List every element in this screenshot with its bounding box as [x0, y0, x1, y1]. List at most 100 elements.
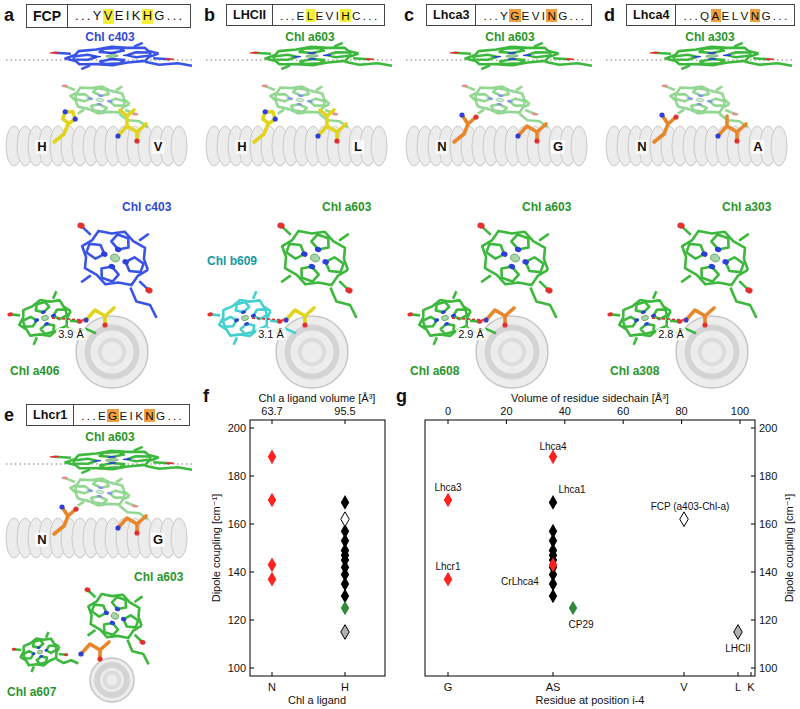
axis-tick [564, 420, 565, 424]
sequence-letter: E [315, 9, 325, 22]
atom [59, 504, 64, 509]
nitrogen-atom [492, 56, 501, 58]
pyrrole [640, 322, 656, 335]
data-point [734, 625, 742, 640]
molecule-label: Chl c403 [83, 31, 136, 44]
oxygen-atom [77, 222, 86, 230]
pyrrole [699, 48, 724, 54]
molecule-label: Chl a603 [83, 431, 136, 444]
highlighted-residue: L [306, 9, 315, 22]
helix-ribbon [406, 126, 587, 166]
pyrrole [93, 480, 109, 489]
oxygen-atom [207, 312, 213, 317]
magnesium-atom [641, 315, 649, 322]
nitrogen-atom [37, 646, 41, 650]
chlorophyll [649, 40, 792, 73]
oxygen-atom [607, 312, 613, 317]
macrocycle [265, 44, 359, 68]
data-point [268, 557, 276, 572]
oxygen-atom [132, 504, 139, 508]
magnesium-atom [296, 98, 305, 103]
substituent [432, 337, 439, 345]
oxygen-atom [61, 476, 68, 480]
residue-sticks [54, 109, 78, 142]
tick-label: 95.5 [334, 405, 355, 417]
pyrrole [440, 322, 456, 335]
highlighted-residue: H [142, 9, 154, 24]
substituent [734, 43, 743, 47]
panel-letter: e [4, 406, 14, 426]
pyrrole [299, 263, 321, 282]
nitrogen-atom [522, 258, 530, 265]
residue-label: G [151, 533, 165, 547]
distance-label: 3.9 Å [56, 328, 86, 340]
molecule-label: Chl a308 [608, 365, 661, 378]
molecule-label: Chl a603 [320, 201, 373, 214]
nitrogen-atom [707, 100, 713, 103]
sequence-letter: . [86, 9, 92, 24]
helix-ribbon [6, 518, 187, 558]
residue-label: V [152, 140, 165, 154]
tick-label: 200 [228, 422, 246, 434]
atom [97, 656, 102, 661]
pyrrole [102, 620, 120, 636]
sequence-text: ...EGEIKNG... [74, 405, 189, 425]
nitrogen-atom [308, 58, 317, 60]
axis-title: Volume of residue sidechain [Å³] [511, 392, 669, 404]
macrocycle [665, 44, 759, 68]
axis-tick [345, 420, 346, 424]
sequence-letter: V [325, 9, 335, 22]
molecule-label: Chl a608 [408, 365, 461, 378]
sequence-letter: . [178, 409, 184, 422]
chlorophyll [10, 627, 78, 680]
nitrogen-atom [292, 56, 301, 58]
helix-body [276, 316, 348, 388]
data-points [268, 449, 742, 639]
pyrrole [40, 322, 56, 335]
atom [502, 322, 507, 327]
sequence-letter: V [740, 9, 750, 22]
protein-name: Lhca3 [427, 5, 476, 25]
magnesium-atom [309, 253, 320, 263]
nitrogen-atom [107, 100, 113, 103]
nitrogen-atom [708, 263, 716, 270]
molecule-label: Chl a603 [520, 201, 573, 214]
helix-turn [171, 126, 187, 166]
substituent [539, 231, 549, 243]
helix-ring [688, 328, 737, 377]
pyrrole [240, 322, 256, 335]
oxygen-atom [345, 286, 354, 294]
sequence-letter: G [557, 9, 568, 22]
oxygen-atom [249, 52, 259, 54]
sequence-letter: G [153, 9, 165, 24]
residue-bond [118, 516, 146, 528]
oxygen-atom [165, 462, 175, 464]
phytol-tail [122, 640, 154, 665]
axis-tick [448, 420, 449, 424]
nitrogen-atom [32, 652, 36, 656]
helix-ring [100, 340, 124, 364]
pyrrole [310, 233, 332, 252]
sequence-text: ...ELEVIHC... [273, 5, 385, 25]
sequence-letter: . [166, 409, 172, 422]
helix-ring [88, 328, 137, 377]
sequence-letter: K [131, 9, 142, 24]
residue-bond [486, 308, 514, 320]
oxygen-atom [461, 84, 468, 88]
protein-name: Lhca4 [627, 5, 676, 25]
highlighted-residue: N [144, 409, 155, 422]
sequence-letter: . [284, 9, 290, 22]
residue-bond [518, 124, 546, 136]
substituent [481, 273, 491, 285]
residue-sticks [683, 308, 714, 328]
pyrrole [110, 233, 132, 252]
helix-turn [171, 518, 187, 558]
sequence-letter: . [783, 9, 789, 22]
residue-sticks [515, 124, 546, 144]
nitrogen-atom [487, 97, 493, 100]
helix-body [476, 316, 548, 388]
residue-sticks [54, 504, 79, 534]
sequence-letter: . [777, 9, 783, 22]
axis-tick [751, 672, 752, 676]
atom [473, 114, 478, 119]
